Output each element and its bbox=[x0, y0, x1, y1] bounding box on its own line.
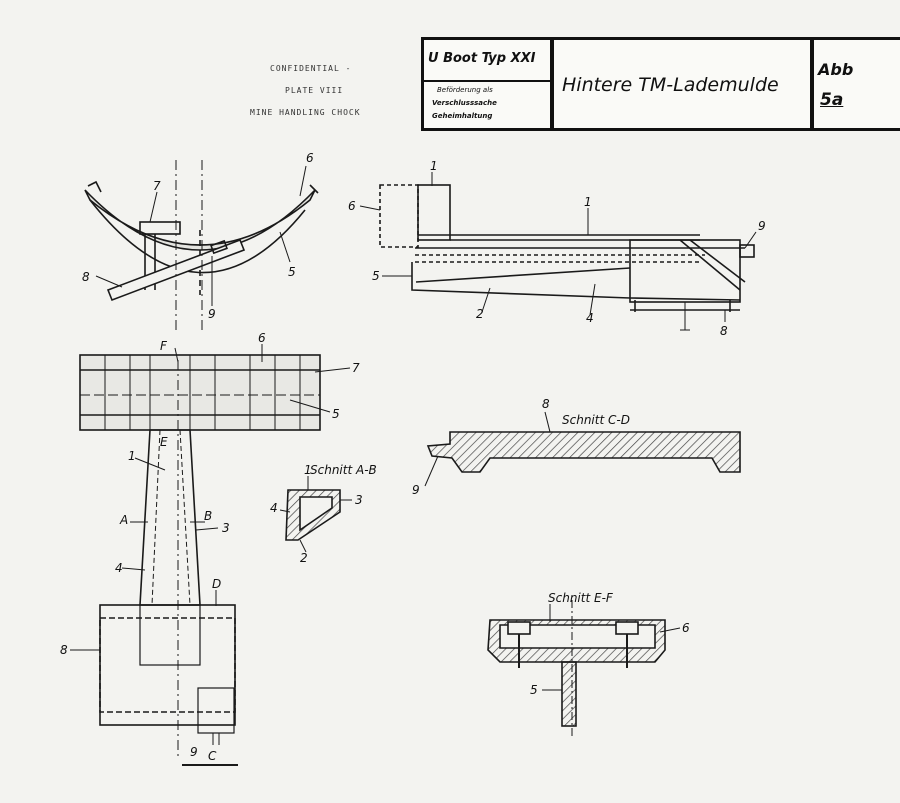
label-8-cd: 8 bbox=[542, 397, 550, 411]
label-8-plan: 8 bbox=[60, 643, 68, 657]
section-title-cd: Schnitt C-D bbox=[562, 413, 630, 427]
cut-letter-f: F bbox=[160, 339, 168, 353]
section-a-b bbox=[285, 489, 341, 541]
label-7-plan: 7 bbox=[352, 361, 360, 375]
cut-letter-c: C bbox=[208, 749, 217, 763]
label-8-side: 8 bbox=[720, 324, 728, 338]
plate-label: PLATE VIII bbox=[285, 86, 344, 95]
label-2-ab: 2 bbox=[300, 551, 308, 565]
label-5-ef: 5 bbox=[530, 683, 538, 697]
confidential-label: CONFIDENTIAL - bbox=[270, 64, 352, 73]
drawing-title: Hintere TM-Lademulde bbox=[562, 74, 779, 96]
label-5-plan: 5 bbox=[332, 407, 340, 421]
label-1-side-top: 1 bbox=[430, 159, 438, 173]
label-6-front: 6 bbox=[306, 151, 314, 165]
abb-label: Abb bbox=[818, 60, 854, 79]
label-9-plan: 9 bbox=[190, 745, 198, 759]
label-6-ef: 6 bbox=[682, 621, 690, 635]
label-6-plan: 6 bbox=[258, 331, 266, 345]
label-5-front: 5 bbox=[288, 265, 296, 279]
cut-letter-b: B bbox=[204, 509, 212, 523]
stamp-line-2: Verschlusssache bbox=[432, 99, 497, 107]
label-9-front: 9 bbox=[208, 307, 216, 321]
label-9-cd: 9 bbox=[412, 483, 420, 497]
drawing-caption: MINE HANDLING CHOCK bbox=[250, 108, 361, 117]
front-view-chock bbox=[84, 160, 319, 330]
label-6-side: 6 bbox=[348, 199, 356, 213]
label-1-plan: 1 bbox=[128, 449, 136, 463]
label-7-front: 7 bbox=[153, 179, 161, 193]
drawing-reference: U Boot Typ XXI bbox=[428, 51, 536, 66]
side-view-chock bbox=[379, 184, 755, 331]
label-3-plan: 3 bbox=[222, 521, 230, 535]
cut-letter-e: E bbox=[160, 435, 168, 449]
label-4-ab: 4 bbox=[270, 501, 278, 515]
label-8-front: 8 bbox=[82, 270, 90, 284]
plan-view-chock bbox=[79, 354, 321, 766]
label-4-plan: 4 bbox=[115, 561, 123, 575]
abb-number: 5a bbox=[820, 90, 844, 110]
label-1-side: 1 bbox=[584, 195, 592, 209]
label-5-side: 5 bbox=[372, 269, 380, 283]
label-2-side: 2 bbox=[476, 307, 484, 321]
cut-letter-a: A bbox=[119, 513, 128, 527]
section-title-ab: Schnitt A-B bbox=[310, 463, 377, 477]
cut-letter-d: D bbox=[212, 577, 221, 591]
title-block-divider bbox=[421, 80, 553, 82]
label-9-side: 9 bbox=[758, 219, 766, 233]
label-3-ab: 3 bbox=[355, 493, 363, 507]
stamp-line-3: Geheimhaltung bbox=[432, 112, 493, 120]
label-4-side: 4 bbox=[586, 311, 594, 325]
title-block-title-cell bbox=[551, 37, 813, 131]
label-1-ab: 1 bbox=[304, 463, 312, 477]
section-e-f bbox=[487, 600, 666, 738]
title-block-abb-cell bbox=[811, 37, 900, 131]
stamp-line-1: Beförderung als bbox=[437, 86, 493, 94]
section-title-ef: Schnitt E-F bbox=[548, 591, 614, 605]
section-c-d bbox=[424, 411, 741, 487]
